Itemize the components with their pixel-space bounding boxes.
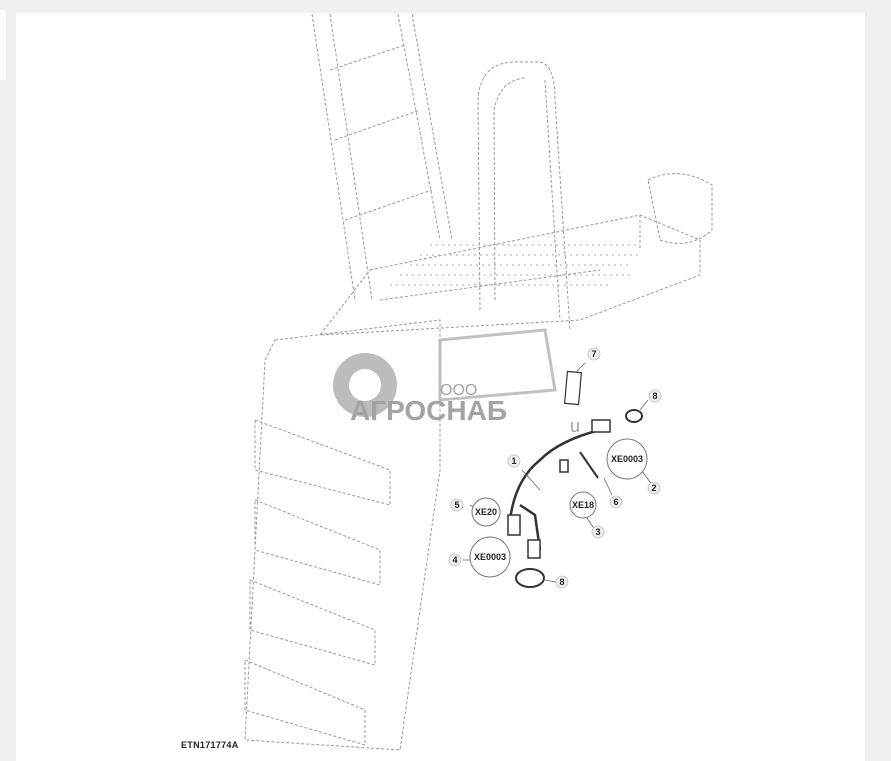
callout-label-2: XE0003 [611, 454, 643, 464]
platform-grating-pattern [390, 244, 640, 286]
part-8-clip-bottom [515, 568, 545, 588]
callout-num-7: 7 [591, 349, 596, 359]
connector-xe0003-bottom [527, 539, 541, 559]
callout-num-2: 2 [651, 483, 656, 493]
callout-number-circles [448, 347, 662, 589]
connector-xe18 [559, 459, 569, 473]
part-7-sleeve [563, 370, 583, 406]
callout-label-3: XE18 [572, 500, 594, 510]
watermark-line2: АГРОСНАБ [350, 395, 507, 426]
callout-num-1: 1 [511, 456, 516, 466]
callout-num-5: 5 [454, 500, 459, 510]
callout-num-8-bottom: 8 [559, 577, 564, 587]
callout-num-6: 6 [613, 497, 618, 507]
part-6-screw [579, 451, 599, 479]
left-panel [0, 10, 6, 80]
callout-num-3: 3 [595, 527, 600, 537]
figure-id: ETN171774A [181, 740, 239, 750]
callout-label-4: XE0003 [474, 552, 506, 562]
watermark-logo: ООО АГРОСНАБ u [333, 328, 580, 436]
connector-xe20 [507, 514, 521, 536]
wiring-harness [507, 370, 643, 588]
connector-xe0003-top [591, 419, 611, 433]
watermark-line1: ООО [440, 382, 477, 399]
ladder-platform-drawing [244, 13, 713, 751]
callout-bubbles [469, 438, 648, 578]
watermark-suffix: u [570, 416, 580, 436]
callout-label-5: XE20 [475, 507, 497, 517]
callout-num-8-top: 8 [652, 391, 657, 401]
part-8-clip-top [625, 409, 643, 423]
callout-num-4: 4 [452, 555, 457, 565]
